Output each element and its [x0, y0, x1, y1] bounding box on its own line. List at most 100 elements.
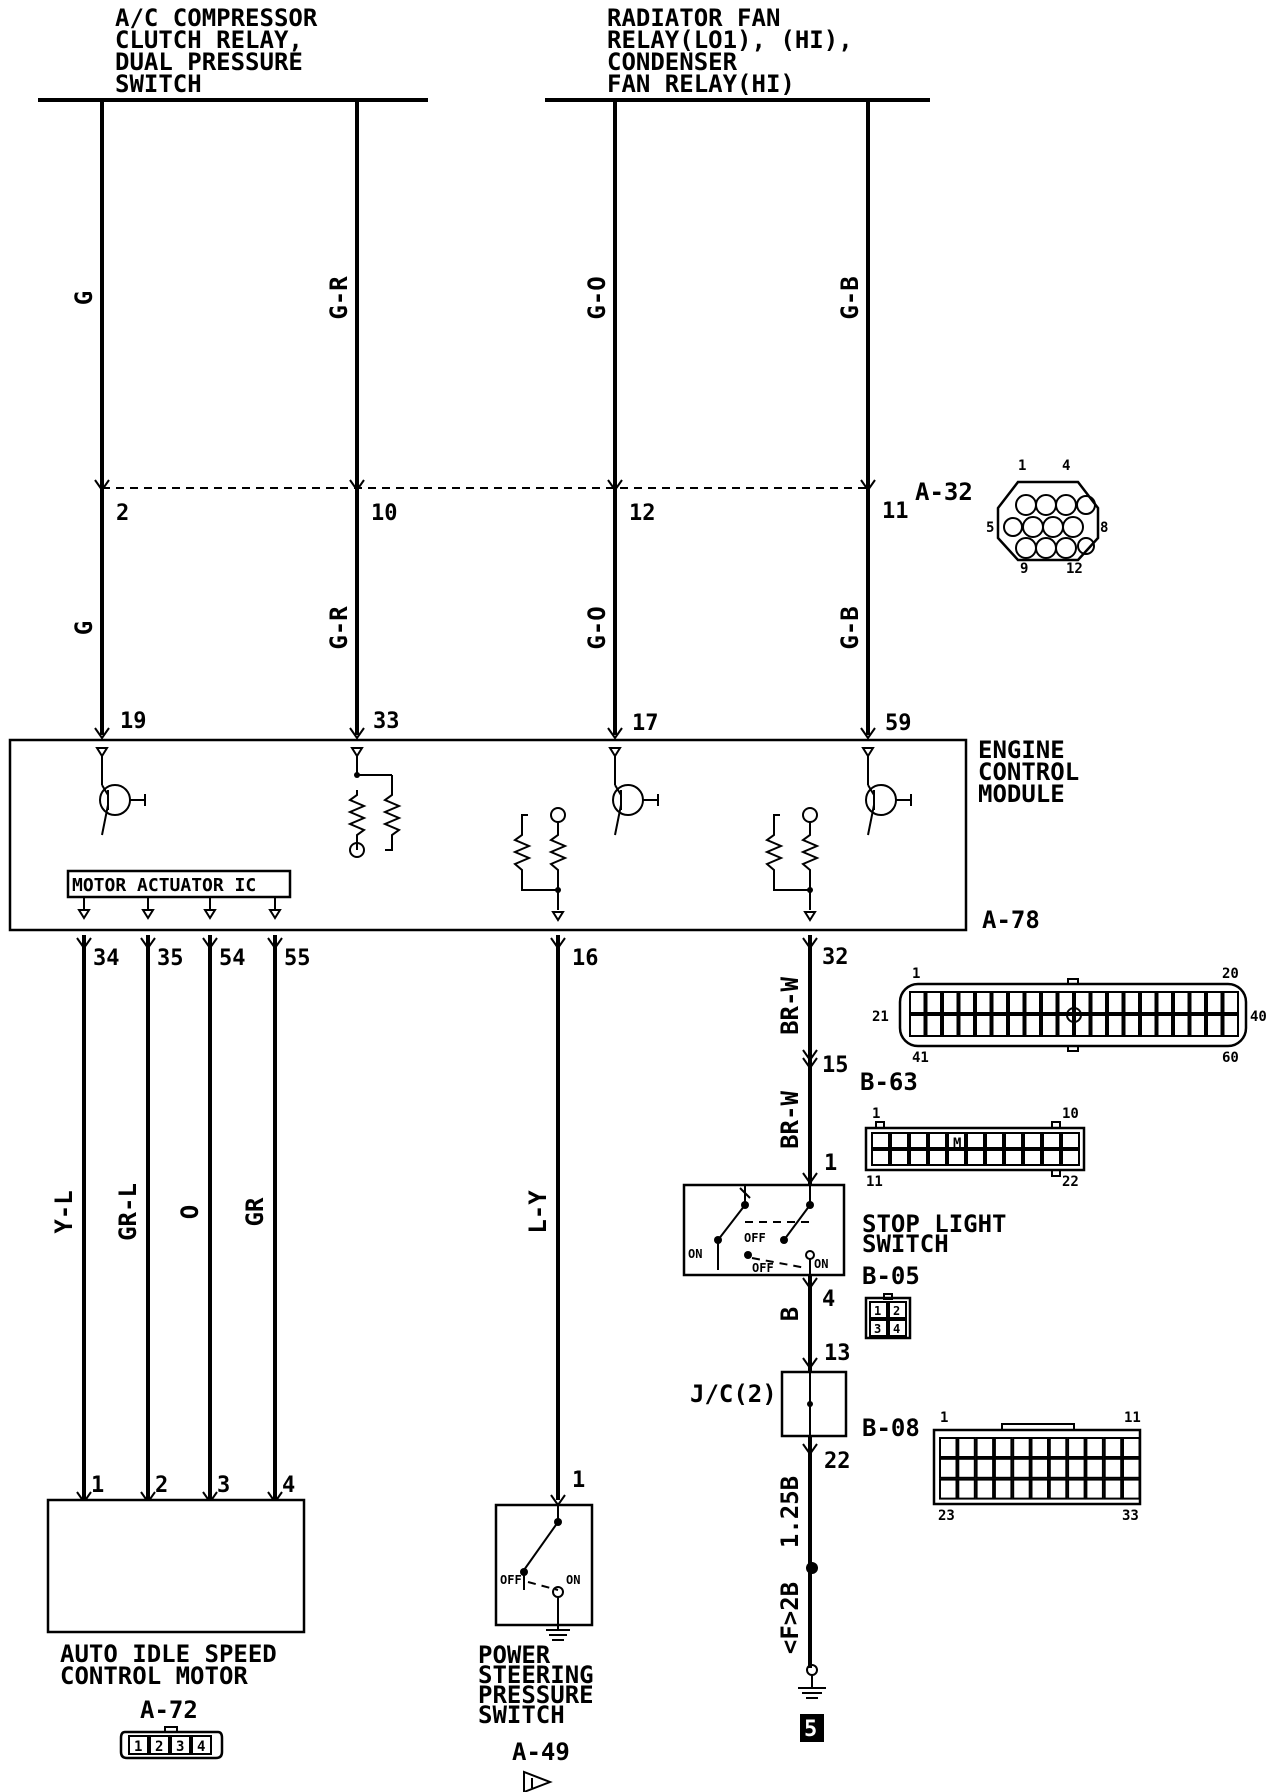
b08-pin-11: 11: [1124, 1410, 1141, 1426]
connector-cell: [975, 1457, 995, 1479]
connector-cell: [1107, 991, 1124, 1014]
ecm-pin-17: 17: [632, 711, 659, 736]
b63-pin-15: 15: [822, 1053, 849, 1078]
connector-cell: [1173, 991, 1190, 1014]
connector-cell: [975, 1478, 995, 1500]
connector-cell: [925, 1014, 942, 1037]
connector-cell: [1206, 991, 1223, 1014]
connector-cell: [1061, 1132, 1080, 1149]
a78-pin-1: 1: [912, 966, 920, 982]
connector-cell: [1090, 991, 1107, 1014]
connector-cell: [947, 1149, 966, 1166]
connector-cell: [1012, 1437, 1031, 1458]
stop-switch-on-right: ON: [814, 1257, 828, 1271]
connector-cell: [939, 1478, 958, 1500]
ground-icon: [798, 1664, 826, 1699]
a78-pin-60: 60: [1222, 1050, 1239, 1066]
header-right-line1: RADIATOR FAN: [607, 4, 780, 32]
connector-cell: [957, 1437, 976, 1458]
wire-color-gr-l: GR-L: [114, 1183, 142, 1241]
ps-switch-id: A-49: [512, 1738, 570, 1766]
connector-cell: [1122, 1478, 1141, 1500]
motor-actuator-ic-label: MOTOR ACTUATOR IC: [72, 875, 256, 896]
motor-pin-1: 1: [91, 1473, 104, 1498]
jc2-label: J/C(2): [690, 1380, 777, 1408]
wire-color-mid-4: G-B: [836, 606, 864, 649]
a32-pin-1: 1: [1018, 458, 1026, 474]
stop-switch-contacts: [714, 1185, 815, 1275]
ecm-pin-34: 34: [93, 946, 120, 971]
connector-cell: [1156, 991, 1173, 1014]
connector-cell: [939, 1437, 958, 1458]
a72-pin-3: 3: [176, 1739, 184, 1755]
idle-motor-id: A-72: [140, 1696, 198, 1724]
header-right-line3: CONDENSER: [607, 48, 738, 76]
wire-color-mid-1: G: [70, 621, 98, 635]
stop-switch-arrow-out: [802, 1277, 818, 1290]
stop-switch-pin-1: 1: [824, 1151, 837, 1176]
connector-cell: [1123, 991, 1140, 1014]
connector-cell: [1041, 991, 1058, 1014]
a32-pin-12: 12: [1066, 561, 1083, 577]
b63-pin-11: 11: [866, 1174, 883, 1190]
connector-cell: [1140, 1014, 1157, 1037]
ecm-connector-id: A-78: [982, 906, 1040, 934]
connector-cell: [966, 1132, 985, 1149]
b63-connector-arrows: [802, 1049, 818, 1070]
connector-cell: [1074, 1014, 1091, 1037]
stop-switch-name-line1: STOP LIGHT: [862, 1210, 1007, 1238]
ecm-pin-59: 59: [885, 711, 912, 736]
connector-cell: [1024, 991, 1041, 1014]
idle-motor-name-line2: CONTROL MOTOR: [60, 1662, 248, 1690]
connector-cell: [1041, 1014, 1058, 1037]
connector-cell: [1090, 1014, 1107, 1037]
ecm-pin-19: 19: [120, 709, 147, 734]
ecm-pin-55: 55: [284, 946, 311, 971]
a32-arrows: [94, 479, 876, 492]
connector-cell: [1156, 1014, 1173, 1037]
connector-cell: [928, 1149, 947, 1166]
connector-cell: [947, 1132, 966, 1149]
a32-pin-8: 8: [1100, 520, 1108, 536]
connector-cell: [1004, 1149, 1023, 1166]
ecm-pin-35: 35: [157, 946, 184, 971]
wire-color-o: O: [176, 1205, 204, 1219]
header-right-line2: RELAY(LO1), (HI),: [607, 26, 853, 54]
ecm-resistor-pair-1: [347, 747, 402, 858]
motor-pin-4: 4: [282, 1473, 295, 1498]
connector-cell: [1024, 1014, 1041, 1037]
wire-color-br-w-1: BR-W: [776, 977, 804, 1035]
ps-switch-pin-1: 1: [572, 1468, 585, 1493]
connector-cell: [1030, 1457, 1049, 1479]
connector-cell: [942, 991, 959, 1014]
connector-cell: [1123, 1014, 1140, 1037]
ecm-box: [8, 738, 968, 932]
wire-color-l-y: L-Y: [524, 1190, 552, 1234]
connector-cell: [1004, 1132, 1023, 1149]
b08-id: B-08: [862, 1414, 920, 1442]
ps-arrow-top: [550, 937, 566, 950]
connector-cell: [958, 991, 975, 1014]
connector-cell: [871, 1149, 890, 1166]
connector-cell: [1222, 1014, 1239, 1037]
connector-cell: [1042, 1149, 1061, 1166]
jc2-box: [780, 1370, 848, 1438]
connector-cell: [1030, 1437, 1049, 1458]
connector-cell: [1122, 1437, 1141, 1458]
b08-connector-face: [932, 1423, 1142, 1506]
b05-pin-3: 3: [874, 1322, 881, 1336]
b63-pin-10: 10: [1062, 1106, 1079, 1122]
header-left-line3: DUAL PRESSURE: [115, 48, 303, 76]
connector-cell: [1067, 1478, 1086, 1500]
ecm-resistor-pair-3: [764, 807, 820, 922]
a72-pin-4: 4: [197, 1739, 205, 1755]
jc-arrow-in: [802, 1357, 818, 1370]
b05-pin-2: 2: [893, 1304, 900, 1318]
connector-cell: [993, 1457, 1013, 1479]
header-left-line1: A/C COMPRESSOR: [115, 4, 318, 32]
b08-pin-1: 1: [940, 1410, 948, 1426]
a72-connector-face: [119, 1726, 224, 1760]
connector-cell: [1008, 1014, 1025, 1037]
ic-output-arrows: [77, 897, 282, 920]
connector-cell: [1042, 1132, 1061, 1149]
